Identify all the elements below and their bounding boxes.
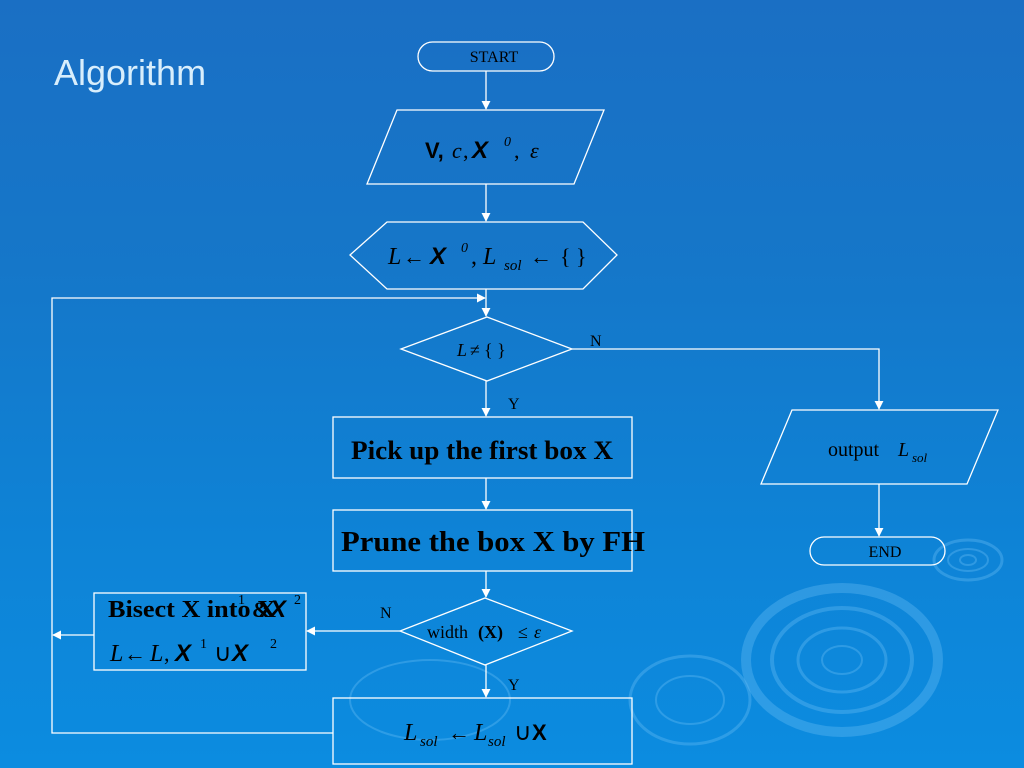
svg-text:L: L	[387, 244, 401, 270]
svg-text:X: X	[173, 640, 193, 667]
end-terminator	[809, 536, 946, 566]
process-prune-box	[332, 509, 633, 572]
start-label: START	[470, 49, 519, 66]
svg-text:L: L	[473, 720, 487, 746]
svg-text:1: 1	[238, 593, 245, 608]
process-prune-label: Prune the box X by FH	[341, 527, 645, 558]
branch-label-y-top: Y	[508, 396, 520, 413]
svg-text:X: X	[470, 137, 490, 164]
svg-text:2: 2	[270, 637, 277, 652]
bisect-label: Bisect X into X 1 & X 2 L ← L , X 1 ∪ X …	[108, 593, 301, 667]
svg-text:∪: ∪	[214, 641, 232, 667]
svg-text:0: 0	[504, 135, 511, 150]
svg-text:sol: sol	[420, 734, 438, 750]
output-label: output L sol	[828, 439, 928, 465]
decision-width-label: width (X) ≤ ε	[427, 622, 542, 643]
svg-text:1: 1	[200, 637, 207, 652]
svg-text:{ }: { }	[484, 340, 506, 360]
decision-nonempty-label: L ≠ { }	[456, 340, 506, 360]
slide-title: Algorithm	[54, 52, 207, 93]
svg-text:sol: sol	[504, 258, 522, 274]
svg-text:←: ←	[124, 641, 146, 666]
input-parallelogram	[366, 109, 605, 185]
decision-width-diamond	[398, 597, 574, 666]
bisect-box	[93, 592, 307, 671]
svg-text:V,: V,	[425, 138, 444, 163]
output-parallelogram	[760, 409, 999, 485]
svg-text:0: 0	[461, 241, 468, 256]
svg-text:L: L	[482, 244, 496, 270]
svg-text:←: ←	[448, 720, 470, 745]
process-pick-box	[332, 416, 633, 479]
svg-text:L: L	[109, 641, 123, 667]
svg-text:{ }: { }	[560, 244, 587, 269]
svg-text:(X): (X)	[478, 622, 503, 643]
svg-text:X: X	[428, 243, 448, 270]
svg-text:L: L	[897, 439, 909, 461]
init-label: L ← X 0 , L sol ← { }	[387, 241, 587, 274]
branch-label-n-bottom: N	[380, 605, 392, 622]
svg-text:←: ←	[530, 244, 552, 269]
svg-text:Bisect X into X: Bisect X into X	[108, 597, 277, 623]
svg-text:,: ,	[164, 641, 170, 666]
svg-text:ε: ε	[530, 138, 539, 163]
svg-text:&: &	[252, 597, 270, 622]
svg-text:≤: ≤	[518, 622, 528, 642]
decorative-ripples	[349, 538, 1004, 746]
svg-text:2: 2	[294, 593, 301, 608]
branch-label-n-top: N	[590, 333, 602, 350]
svg-text:width: width	[427, 622, 468, 642]
svg-text:X: X	[532, 720, 547, 745]
svg-text:∪: ∪	[514, 720, 532, 746]
svg-text:L: L	[149, 641, 163, 667]
svg-text:≠: ≠	[470, 340, 480, 360]
svg-text:L: L	[456, 340, 467, 360]
svg-text:L: L	[403, 720, 417, 746]
svg-text:sol: sol	[912, 450, 928, 465]
svg-text:,: ,	[463, 138, 469, 163]
svg-text:ε: ε	[534, 622, 542, 642]
solution-update-label: L sol ← L sol ∪ X	[403, 720, 547, 750]
svg-text:←: ←	[403, 244, 425, 269]
svg-text:,: ,	[514, 138, 520, 163]
branch-label-y-bottom: Y	[508, 677, 520, 694]
svg-text:sol: sol	[488, 734, 506, 750]
svg-text:X: X	[268, 596, 288, 623]
connectors	[51, 71, 884, 734]
init-hexagon	[349, 221, 618, 290]
svg-text:output: output	[828, 439, 880, 461]
svg-text:X: X	[230, 640, 250, 667]
end-label: END	[869, 544, 902, 561]
process-pick-label: Pick up the first box X	[351, 436, 613, 465]
solution-update-box	[332, 697, 633, 765]
svg-text:,: ,	[471, 244, 477, 270]
input-label: V, c , X 0 , ε	[425, 135, 539, 164]
svg-text:c: c	[452, 138, 462, 163]
decision-nonempty-diamond	[399, 316, 574, 382]
